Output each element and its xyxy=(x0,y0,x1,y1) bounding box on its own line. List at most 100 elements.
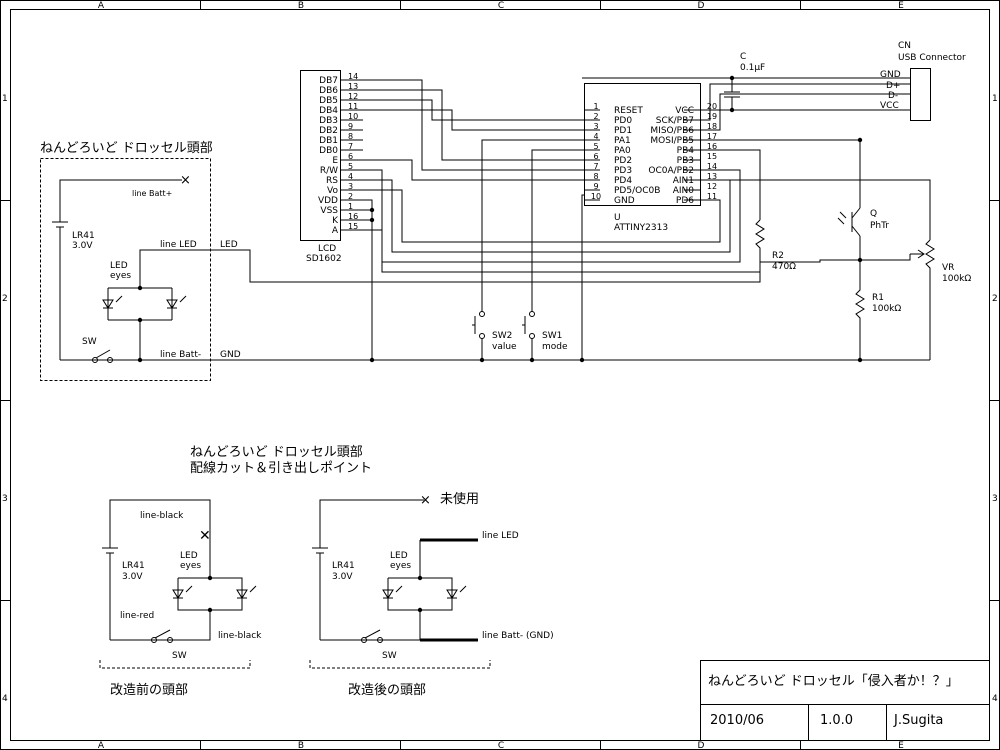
mcu-right-pin-name: SCK/PB7 xyxy=(656,116,694,126)
mcu-left-pin-name: PD3 xyxy=(614,166,632,176)
connector-ref: CN xyxy=(898,41,911,51)
lcd-pin-number: 1 xyxy=(348,202,353,211)
mod-sw-label-b: SW xyxy=(382,651,397,661)
mcu-left-pin-name: PD5/OC0B xyxy=(614,186,660,196)
connector-pin-gnd: GND xyxy=(880,70,901,80)
row-label-4-right: 4 xyxy=(992,694,998,704)
lcd-pin-name: DB0 xyxy=(319,146,338,156)
mcu-right-pin-number: 18 xyxy=(707,122,717,131)
phtr-name: PhTr xyxy=(870,221,889,231)
lcd-pin-number: 16 xyxy=(348,212,358,221)
row-label-1-right: 1 xyxy=(992,94,998,104)
lcd-pin-name: VSS xyxy=(320,206,338,216)
mcu-right-pin-number: 16 xyxy=(707,142,717,151)
row-label-3-right: 3 xyxy=(992,494,998,504)
mcu-body xyxy=(584,83,701,206)
mod-led-label-2b: eyes xyxy=(390,561,411,571)
mcu-left-pin-name: PA0 xyxy=(614,146,631,156)
lcd-pin-number: 15 xyxy=(348,222,358,231)
head-gnd-net-label: GND xyxy=(220,350,241,360)
lcd-pin-name: DB5 xyxy=(319,96,338,106)
mcu-right-pin-number: 17 xyxy=(707,132,717,141)
resistor-r2: R2 470Ω xyxy=(755,219,796,272)
unused-label: 未使用 xyxy=(440,491,479,507)
r2-value: 470Ω xyxy=(772,262,796,272)
lcd-pin-name: R/W xyxy=(320,166,338,176)
lcd-pin-number: 9 xyxy=(348,122,353,131)
mcu-right-pin-number: 12 xyxy=(707,182,717,191)
vr-value: 100kΩ xyxy=(942,274,971,284)
mcu-part: ATTINY2313 xyxy=(614,223,668,233)
col-label-c: C xyxy=(498,1,504,11)
switch-sw2: SW2 value xyxy=(472,311,517,360)
lcd-pin-name: DB7 xyxy=(319,76,338,86)
mod-led-label-2: eyes xyxy=(180,561,201,571)
lcd-pin-number: 4 xyxy=(348,172,353,181)
mcu-pin-group: RESET1PD02PD13PA14PA05PD26PD37PD48PD5/OC… xyxy=(584,102,717,206)
r2-ref: R2 xyxy=(772,251,784,261)
lcd-body xyxy=(300,70,341,241)
mcu-left-pin-number: 1 xyxy=(593,102,598,111)
mod-led-label-1: LED xyxy=(180,551,198,561)
lcd-pin-number: 10 xyxy=(348,112,358,121)
cut-x-mark: ✕ xyxy=(199,528,211,544)
mod-battery-ref: LR41 xyxy=(122,561,145,571)
head-dashed-box xyxy=(40,158,211,381)
sw1-name: mode xyxy=(542,342,568,352)
mcu-right-pin-name: VCC xyxy=(675,106,694,116)
mod-line-black-label: line-black xyxy=(140,511,184,521)
mod-line-red-label: line-red xyxy=(120,611,154,621)
mod-title-1: ねんどろいど ドロッセル頭部 xyxy=(190,445,363,460)
lcd-pin-name: DB4 xyxy=(319,106,338,116)
mcu-left-pin-name: PD1 xyxy=(614,126,632,136)
lcd-pin-number: 3 xyxy=(348,182,353,191)
lcd-pin-name: DB1 xyxy=(319,136,338,146)
vr-ref: VR xyxy=(942,263,954,273)
mcu-right-pin-number: 13 xyxy=(707,172,717,181)
mcu-right-pin-name: PB3 xyxy=(677,156,694,166)
col-label-d: D xyxy=(698,1,705,11)
after-caption: 改造後の頭部 xyxy=(348,683,426,698)
mcu-left-pin-number: 3 xyxy=(593,122,598,131)
col-label-d-bottom: D xyxy=(698,741,705,750)
mcu-left-pin-name: PD0 xyxy=(614,116,632,126)
mcu-left-pin-name: RESET xyxy=(614,106,643,116)
head-batt-plus-label: line Batt+ xyxy=(132,189,172,198)
mod-sw-label: SW xyxy=(172,651,187,661)
sw2-name: value xyxy=(492,342,517,352)
r1-value: 100kΩ xyxy=(872,304,901,314)
lcd-pin-number: 6 xyxy=(348,152,353,161)
lcd-pin-name: DB6 xyxy=(319,86,338,96)
mcu-left-pin-number: 8 xyxy=(593,172,598,181)
col-label-a: A xyxy=(98,1,105,11)
lcd-pin-number: 14 xyxy=(348,72,358,81)
mcu-right-pin-name: PD6 xyxy=(676,196,694,206)
col-label-e-bottom: E xyxy=(898,741,904,750)
head-led-net-label: LED xyxy=(220,240,238,250)
title-block-version: 1.0.0 xyxy=(820,713,853,728)
lcd-pin-name: E xyxy=(332,156,338,166)
mod-title-2: 配線カット＆引き出しポイント xyxy=(190,460,372,476)
col-label-b: B xyxy=(298,1,304,11)
mod-battery-value: 3.0V xyxy=(122,572,143,582)
usb-connector-body xyxy=(910,68,931,121)
mcu-right-pin-number: 15 xyxy=(707,152,717,161)
sw1-ref: SW1 xyxy=(542,331,562,341)
lcd-pin-name: RS xyxy=(326,176,338,186)
row-label-4: 4 xyxy=(2,694,8,704)
connector-pin-dminus: D- xyxy=(888,91,898,101)
resistor-r1: R1 100kΩ xyxy=(855,260,901,360)
lcd-pin-number: 5 xyxy=(348,162,353,171)
mod-line-led-label: line LED xyxy=(482,531,519,541)
mcu-left-pin-number: 5 xyxy=(593,142,598,151)
col-label-b-bottom: B xyxy=(298,741,304,750)
mcu-left-pin-number: 10 xyxy=(591,192,601,201)
title-block: ねんどろいど ドロッセル「侵入者か！？」 2010/06 1.0.0 J.Sug… xyxy=(700,660,990,741)
head-title: ねんどろいど ドロッセル頭部 xyxy=(40,141,213,156)
lcd-pin-number: 13 xyxy=(348,82,358,91)
mcu-right-pin-number: 20 xyxy=(707,102,717,111)
mcu-left-pin-number: 2 xyxy=(593,112,598,121)
